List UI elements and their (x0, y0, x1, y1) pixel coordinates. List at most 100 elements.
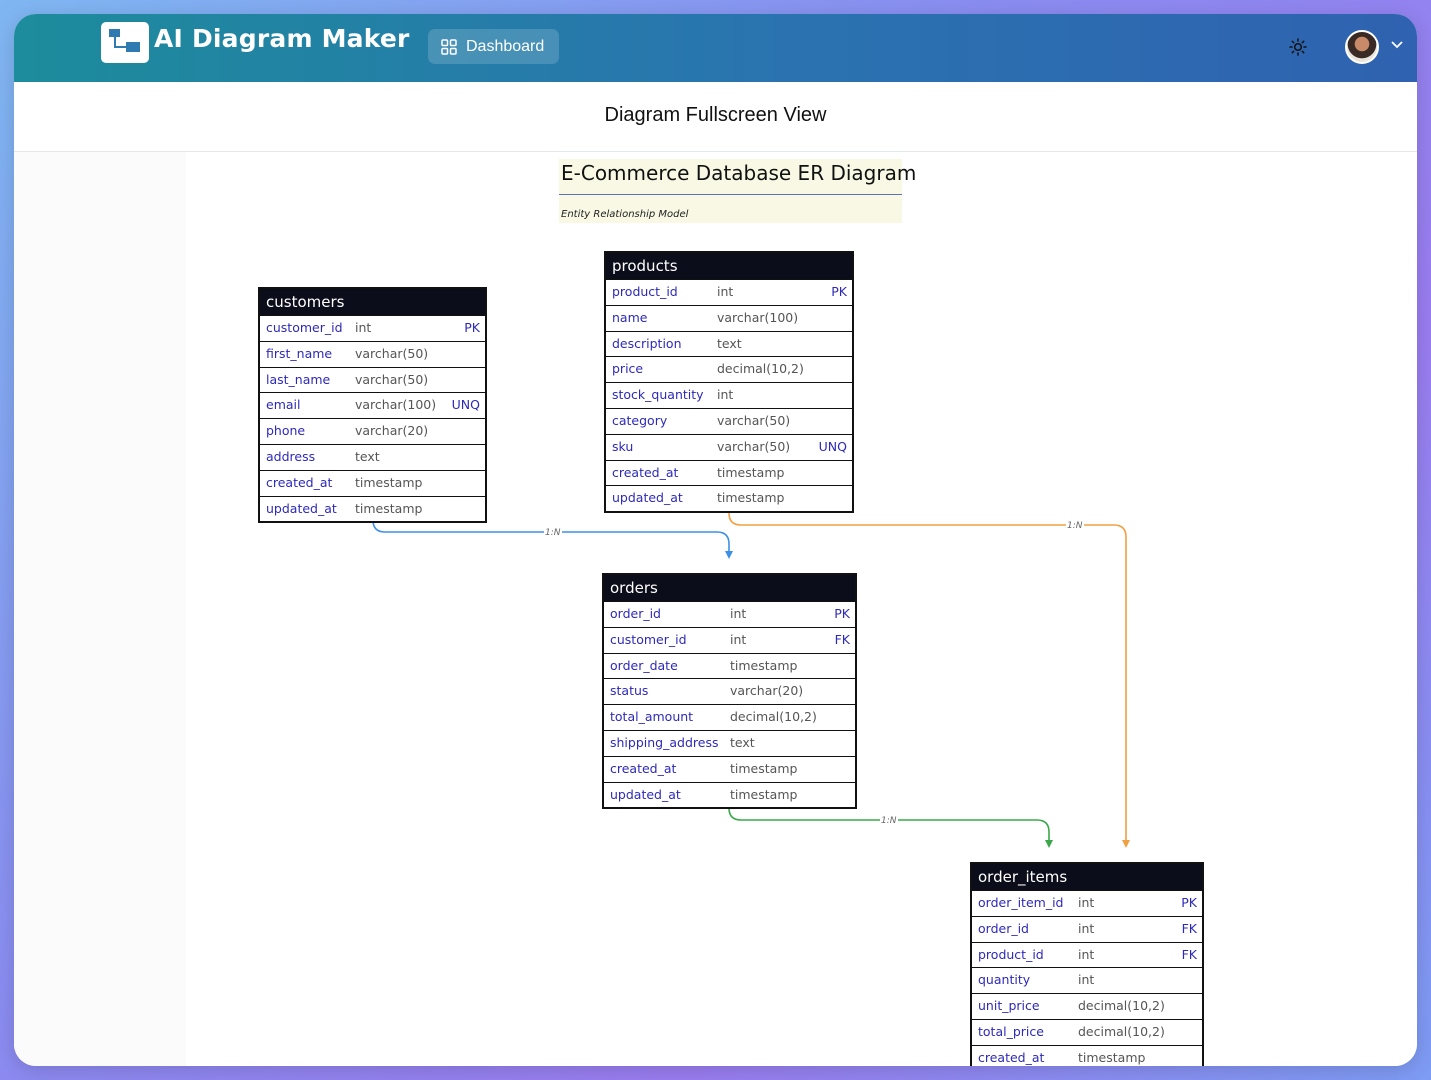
attribute-type: text (717, 335, 742, 351)
attribute-type: varchar(20) (355, 423, 429, 439)
attribute-name: email (266, 397, 301, 413)
attribute-type: decimal(10,2) (1078, 998, 1165, 1014)
attribute-name: created_at (266, 474, 333, 490)
attribute-type: decimal(10,2) (730, 709, 817, 725)
relationship-label: 1:N (1067, 521, 1083, 531)
attribute-type: timestamp (730, 786, 798, 802)
attribute-name: shipping_address (610, 734, 719, 750)
attribute-row[interactable]: phone varchar(20) (260, 418, 485, 444)
attribute-type: int (730, 631, 747, 647)
attribute-name: product_id (612, 284, 678, 299)
attribute-type: int (1078, 972, 1095, 988)
attribute-type: decimal(10,2) (717, 361, 804, 377)
attribute-name: quantity (978, 972, 1031, 988)
attribute-name: category (612, 412, 668, 428)
arrowhead (1045, 840, 1053, 848)
attribute-name: unit_price (978, 998, 1040, 1014)
attribute-name: sku (612, 438, 634, 454)
entity-header[interactable]: customers (260, 289, 485, 315)
entity-header[interactable]: products (606, 253, 852, 279)
attribute-name: updated_at (610, 786, 681, 802)
entity-header[interactable]: orders (604, 575, 855, 601)
attribute-type: varchar(100) (355, 397, 437, 413)
app-title[interactable]: AI Diagram Maker (154, 24, 410, 53)
attribute-type: timestamp (1078, 1049, 1146, 1065)
relationship-label: 1:N (881, 816, 897, 826)
attribute-row[interactable]: unit_price decimal(10,2) (972, 993, 1202, 1019)
attribute-type: int (1078, 920, 1095, 936)
attribute-name: description (612, 335, 682, 351)
attribute-type: decimal(10,2) (1078, 1023, 1165, 1039)
attribute-row[interactable]: updated_at timestamp (604, 781, 855, 808)
attribute-name: status (610, 683, 649, 699)
attribute-name: updated_at (266, 500, 337, 516)
page-title: Diagram Fullscreen View (604, 104, 827, 126)
chevron-down-icon[interactable] (1391, 41, 1403, 49)
attribute-type: timestamp (717, 464, 785, 480)
user-avatar[interactable] (1345, 30, 1379, 64)
attribute-name: customer_id (266, 320, 343, 335)
page-header: Diagram Fullscreen View (14, 82, 1417, 152)
attribute-name: order_id (978, 920, 1029, 936)
attribute-type: text (355, 448, 380, 464)
attribute-key-badge: UNQ (451, 397, 480, 413)
grid-icon (441, 38, 457, 55)
attribute-type: timestamp (717, 490, 785, 506)
attribute-row[interactable]: address text (260, 443, 485, 470)
theme-toggle-sun-icon[interactable] (1289, 38, 1307, 56)
arrowhead (725, 551, 733, 559)
relationship-label: 1:N (545, 528, 561, 538)
attribute-name: order_date (610, 657, 678, 673)
app-logo-icon[interactable] (101, 22, 149, 63)
attribute-key-badge: FK (834, 631, 850, 647)
entity-header[interactable]: order_items (972, 864, 1202, 890)
attribute-row[interactable]: updated_at timestamp (260, 495, 485, 522)
attribute-row[interactable]: email varchar(100) UNQ (260, 392, 485, 418)
attribute-type: varchar(20) (730, 683, 804, 699)
attribute-type: int (355, 320, 372, 335)
attribute-row[interactable]: order_date timestamp (604, 652, 855, 679)
attribute-row[interactable]: total_amount decimal(10,2) (604, 704, 855, 730)
attribute-name: address (266, 448, 316, 464)
attribute-name: first_name (266, 345, 333, 361)
attribute-type: timestamp (730, 657, 798, 673)
attribute-row[interactable]: order_id int FK (972, 915, 1202, 942)
attribute-row[interactable]: description text (606, 330, 852, 357)
attribute-row[interactable]: quantity int (972, 967, 1202, 993)
attribute-key-badge: FK (1181, 946, 1197, 962)
attribute-name: total_amount (610, 709, 694, 725)
dashboard-button[interactable]: Dashboard (428, 29, 559, 64)
attribute-row[interactable]: status varchar(20) (604, 678, 855, 704)
attribute-type: varchar(50) (717, 438, 791, 454)
diagram-title: E-Commerce Database ER Diagram (561, 161, 917, 185)
attribute-type: timestamp (355, 500, 423, 516)
diagram-canvas[interactable]: 1:N 1:N 1:N E-Commerce Database ER Diagr… (14, 152, 1417, 1066)
attribute-name: phone (266, 423, 306, 439)
attribute-name: product_id (978, 946, 1044, 962)
attribute-key-badge: FK (1181, 920, 1197, 936)
